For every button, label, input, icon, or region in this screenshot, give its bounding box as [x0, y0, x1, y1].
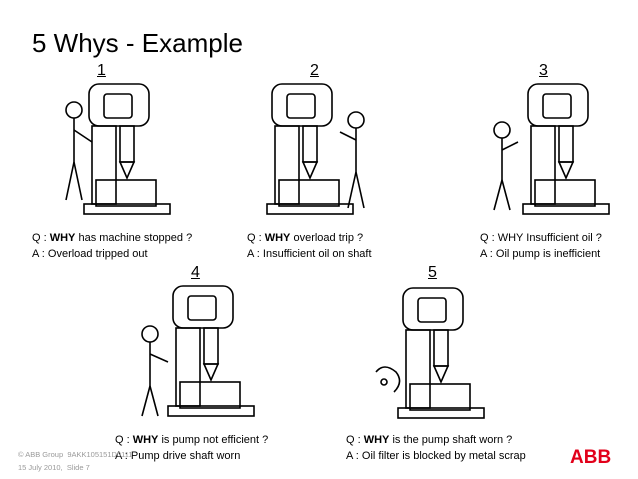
why-keyword: WHY	[497, 232, 524, 244]
slide-title: 5 Whys - Example	[32, 28, 243, 58]
panel-number-1: 1	[97, 62, 106, 79]
machine-sketch-3	[478, 80, 618, 222]
answer-5: A : Oil filter is blocked by metal scrap	[346, 450, 526, 462]
answer-4: A : Pump drive shaft worn	[115, 450, 241, 462]
question-3: Q : WHY Insufficient oil ?	[480, 232, 602, 244]
qa-block-4: Q : WHY is pump not efficient ? A : Pump…	[115, 432, 268, 464]
why-keyword: WHY	[132, 434, 159, 446]
answer-2: A : Insufficient oil on shaft	[247, 248, 372, 260]
qa-block-5: Q : WHY is the pump shaft worn ? A : Oil…	[346, 432, 526, 464]
machine-sketch-2	[252, 80, 402, 222]
qa-block-1: Q : WHY has machine stopped ? A : Overlo…	[32, 230, 192, 262]
machine-sketch-4	[128, 282, 258, 424]
qa-block-3: Q : WHY Insufficient oil ? A : Oil pump …	[480, 230, 602, 262]
question-5: Q : WHY is the pump shaft worn ?	[346, 434, 513, 446]
why-keyword: WHY	[363, 434, 390, 446]
question-1: Q : WHY has machine stopped ?	[32, 232, 193, 244]
panel-number-5: 5	[428, 264, 437, 281]
machine-sketch-5	[368, 284, 498, 426]
question-2: Q : WHY overload trip ?	[247, 232, 364, 244]
answer-3: A : Oil pump is inefficient	[480, 248, 601, 260]
why-keyword: WHY	[49, 232, 76, 244]
why-keyword: WHY	[264, 232, 291, 244]
footer-slide-number: Slide 7	[66, 463, 90, 472]
question-4: Q : WHY is pump not efficient ?	[115, 434, 269, 446]
footer-doc-id: 9AKK105151D0111	[67, 450, 133, 459]
answer-1: A : Overload tripped out	[32, 248, 148, 260]
footer-date-slide: 15 July 2010, Slide 7	[18, 463, 90, 472]
panel-number-4: 4	[191, 264, 200, 281]
panel-number-2: 2	[310, 62, 319, 79]
abb-logo: ABB	[570, 446, 614, 471]
machine-sketch-1	[34, 80, 184, 222]
footer-copyright: © ABB Group 9AKK105151D0111	[18, 450, 133, 459]
panel-number-3: 3	[539, 62, 548, 79]
qa-block-2: Q : WHY overload trip ? A : Insufficient…	[247, 230, 372, 262]
abb-logo-text: ABB	[570, 447, 611, 466]
